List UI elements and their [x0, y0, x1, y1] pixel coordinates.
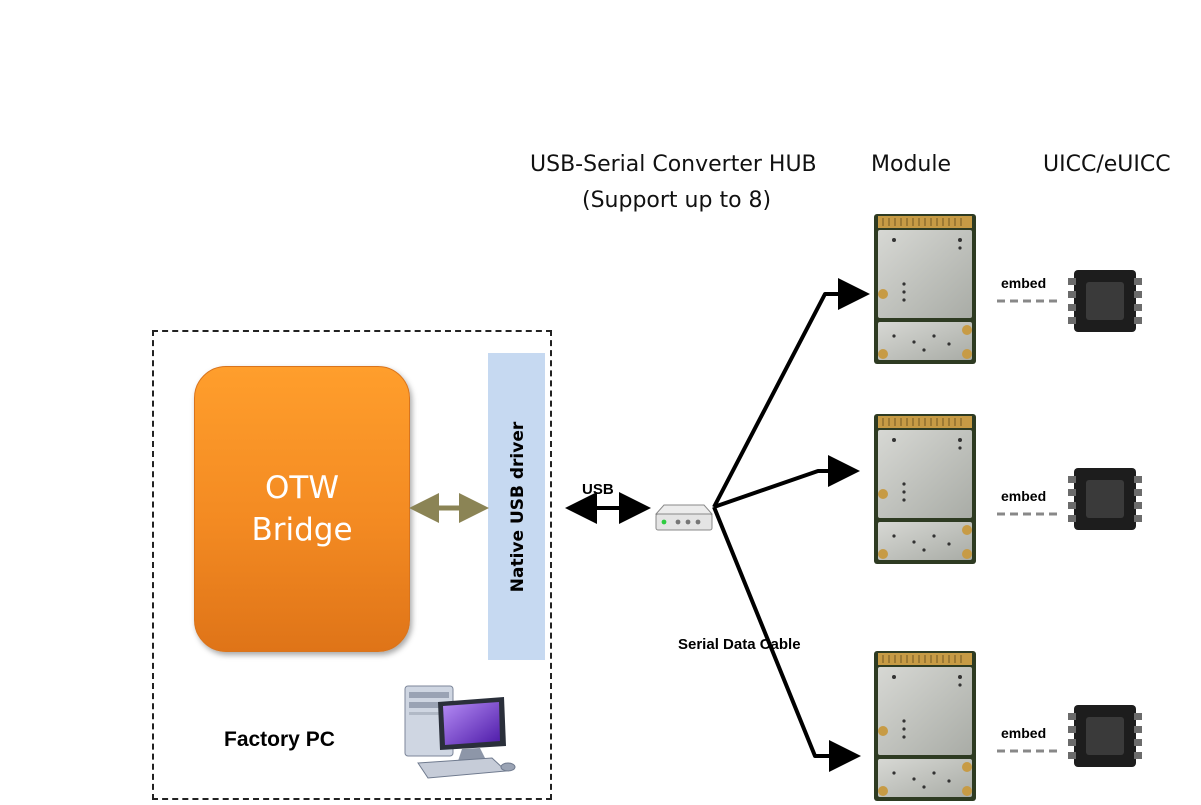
module-header: Module: [871, 152, 951, 177]
chip-icon-2: [1068, 468, 1142, 530]
otw-bridge-box: OTW Bridge: [194, 366, 410, 652]
module-board-icon-3: [874, 651, 976, 801]
factory-pc-label: Factory PC: [224, 728, 335, 751]
chip-icon-1: [1068, 270, 1142, 332]
uicc-header: UICC/eUICC: [1043, 152, 1171, 177]
module-board-icon-2: [874, 414, 976, 564]
embed-label-3: embed: [1001, 725, 1047, 741]
module-board-icon-1: [874, 214, 976, 364]
computer-icon: [404, 685, 516, 779]
embed-label-2: embed: [1001, 488, 1047, 504]
factory-pc-frame: [152, 330, 552, 800]
hub-header: USB-Serial Converter HUB: [530, 152, 817, 177]
embed-label-1: embed: [1001, 275, 1047, 291]
hub-subheader: (Support up to 8): [582, 188, 772, 213]
usb-hub-icon: [654, 504, 714, 531]
native-usb-driver-box: [488, 353, 545, 660]
embed-dash-lines: [997, 299, 1058, 753]
serial-cables: [712, 278, 870, 772]
chip-icon-3: [1068, 705, 1142, 767]
otw-bridge-label: OTW Bridge: [251, 470, 353, 548]
